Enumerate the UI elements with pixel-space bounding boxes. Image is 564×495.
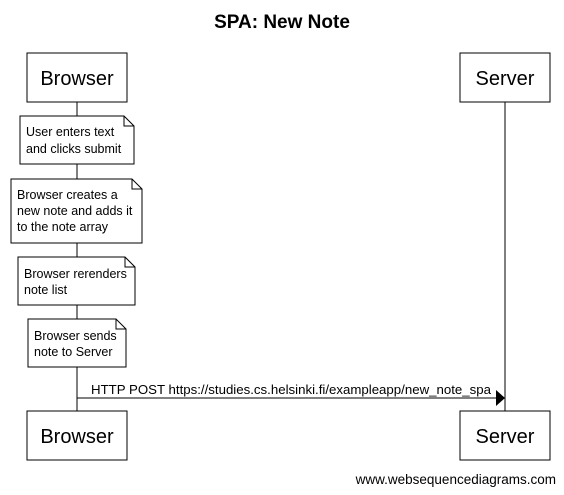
note-line: note to Server — [34, 345, 113, 359]
note-line: Browser creates a — [17, 188, 118, 202]
note-line: to the note array — [17, 220, 109, 234]
note-line: Browser sends — [34, 329, 117, 343]
note-line: note list — [24, 283, 68, 297]
server-actor-bottom: Server — [459, 410, 551, 461]
note-line: User enters text — [26, 125, 115, 139]
note-browser-rerenders: Browser rerenders note list — [17, 256, 136, 306]
note-browser-creates-note: Browser creates a new note and adds it t… — [10, 178, 143, 244]
browser-actor-bottom-label: Browser — [40, 426, 114, 448]
browser-actor-top: Browser — [26, 52, 128, 103]
note-browser-sends: Browser sends note to Server — [27, 318, 127, 368]
diagram-title: SPA: New Note — [214, 12, 350, 33]
message-arrowhead-icon — [496, 390, 505, 406]
footer-watermark[interactable]: www.websequencediagrams.com — [355, 472, 556, 487]
note-user-enters-text: User enters text and clicks submit — [19, 115, 135, 165]
note-line: Browser rerenders — [24, 267, 127, 281]
browser-actor-top-label: Browser — [40, 68, 114, 90]
browser-actor-bottom: Browser — [26, 410, 128, 461]
server-actor-top: Server — [459, 52, 551, 103]
note-line: and clicks submit — [26, 142, 122, 156]
note-line: new note and adds it — [17, 204, 133, 218]
message-http-post: HTTP POST https://studies.cs.helsinki.fi… — [77, 383, 505, 406]
server-actor-bottom-label: Server — [476, 426, 535, 448]
message-label: HTTP POST https://studies.cs.helsinki.fi… — [91, 383, 491, 397]
server-actor-top-label: Server — [476, 68, 535, 90]
